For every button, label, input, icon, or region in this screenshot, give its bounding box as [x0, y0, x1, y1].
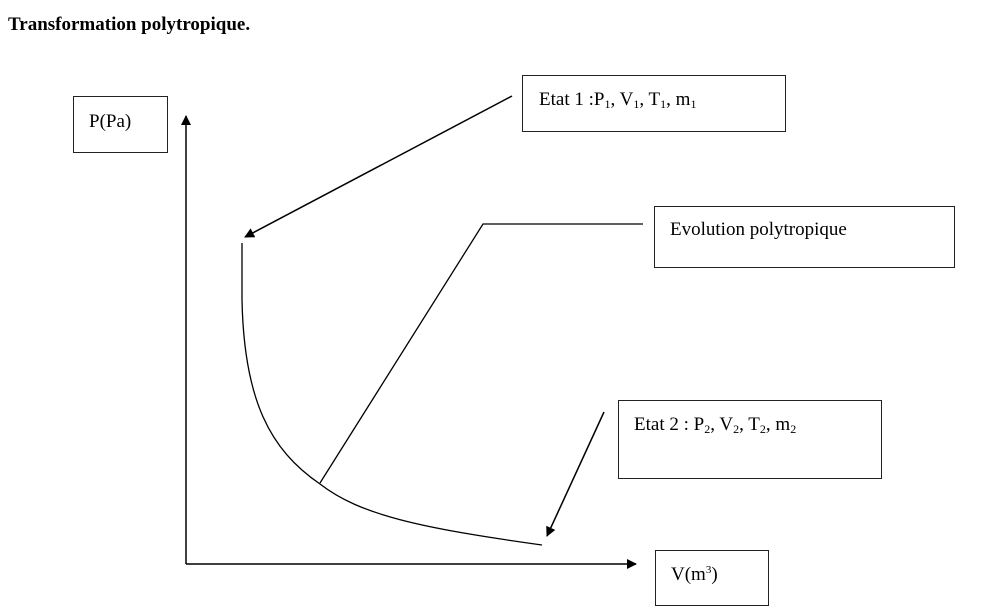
state2-box: Etat 2 : P2, V2, T2, m2 [618, 400, 882, 479]
state1-var-text: T [648, 89, 661, 110]
state2-var-text: , [710, 414, 720, 435]
state1-variables: P1, V1, T1, m1 [593, 89, 697, 111]
state1-var-text: V [619, 89, 634, 110]
state1-box: Etat 1 :P1, V1, T1, m1 [522, 75, 786, 132]
state2-arrow [546, 411, 605, 537]
state2-prefix: Etat 2 : [634, 414, 694, 435]
state2-var-subscript: 2 [759, 422, 766, 436]
state2-var-subscript: 2 [704, 422, 711, 436]
state2-var-subscript: 2 [733, 422, 740, 436]
state1-var-text: , [666, 89, 676, 110]
state2-variables: P2, V2, T2, m2 [693, 414, 797, 436]
state1-prefix: Etat 1 : [539, 89, 594, 110]
state1-var-text: m [675, 89, 691, 110]
state2-label: Etat 2 : P2, V2, T2, m2 [634, 414, 796, 437]
state1-var-text: P [593, 89, 605, 110]
state1-var-subscript: 1 [690, 97, 697, 111]
state2-var-text: , [765, 414, 776, 435]
state1-var-subscript: 1 [660, 97, 667, 111]
state1-var-subscript: 1 [604, 97, 611, 111]
state2-var-subscript: 2 [790, 422, 797, 436]
state1-var-text: , [610, 89, 620, 110]
state1-label: Etat 1 :P1, V1, T1, m1 [539, 89, 696, 112]
evolution-label: Evolution polytropique [670, 219, 847, 240]
x-axis-label-text: V(m [671, 564, 706, 585]
evolution-leader-line [319, 223, 643, 484]
state2-var-text: P [693, 414, 705, 435]
x-axis-label-close: ) [711, 564, 718, 585]
state2-var-text: V [719, 414, 734, 435]
y-axis-label: P(Pa) [89, 111, 132, 132]
state2-var-text: m [775, 414, 791, 435]
x-axis-label-box: V(m3) [655, 550, 769, 606]
state2-var-text: , [739, 414, 749, 435]
evolution-box: Evolution polytropique [654, 206, 955, 268]
polytropic-curve [241, 243, 543, 546]
state1-arrow [244, 95, 513, 238]
state1-var-text: , [639, 89, 649, 110]
y-axis-label-box: P(Pa) [73, 96, 168, 153]
state2-var-text: T [748, 414, 760, 435]
x-axis-label: V(m3) [671, 564, 718, 586]
x-axis-label-exponent: 3 [705, 564, 712, 576]
state1-var-subscript: 1 [633, 97, 640, 111]
diagram-title: Transformation polytropique. [8, 14, 251, 35]
